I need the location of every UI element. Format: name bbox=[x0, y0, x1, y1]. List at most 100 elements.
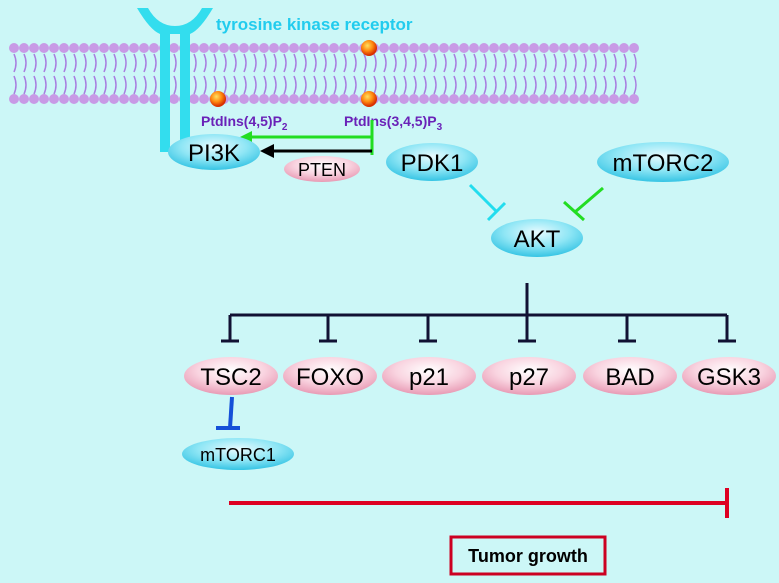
lipid-head bbox=[239, 94, 249, 104]
lipid-tail bbox=[43, 53, 47, 73]
lipid-head bbox=[99, 94, 109, 104]
lipid-head bbox=[459, 43, 469, 53]
lipid-head bbox=[89, 43, 99, 53]
lipid-tail bbox=[203, 53, 207, 73]
lipid-head bbox=[549, 43, 559, 53]
lipid-tail bbox=[423, 75, 427, 95]
lipid-head bbox=[429, 94, 439, 104]
lipid-tail bbox=[123, 75, 127, 95]
lipid-tail bbox=[53, 75, 57, 95]
lipid-tail bbox=[283, 53, 287, 73]
lipid-head bbox=[569, 94, 579, 104]
lipid-tail bbox=[43, 75, 47, 95]
lipid-head bbox=[269, 94, 279, 104]
lipid-head bbox=[589, 94, 599, 104]
lipid-tail bbox=[553, 53, 557, 73]
lipid-tail bbox=[543, 53, 547, 73]
lipid-head bbox=[419, 43, 429, 53]
lipid-head bbox=[629, 43, 639, 53]
lipid-head bbox=[619, 94, 629, 104]
lipid-tail bbox=[383, 53, 387, 73]
lipid-head bbox=[109, 43, 119, 53]
lipid-head bbox=[329, 94, 339, 104]
lipid-tail bbox=[253, 53, 257, 73]
lipid-head bbox=[299, 43, 309, 53]
bad-node bbox=[583, 357, 677, 395]
lipid-tail bbox=[153, 53, 157, 73]
lipid-tail bbox=[413, 75, 417, 95]
lipid-tail bbox=[13, 75, 17, 95]
lipid-tail bbox=[493, 75, 497, 95]
lipid-head bbox=[309, 43, 319, 53]
lipid-tail bbox=[583, 75, 587, 95]
pdk1-akt-connector bbox=[468, 183, 507, 222]
lipid-tail bbox=[243, 75, 247, 95]
mtorc2-node bbox=[597, 142, 729, 182]
lipid-head bbox=[9, 43, 19, 53]
lipid-tail bbox=[233, 75, 237, 95]
mtorc1-node bbox=[182, 438, 294, 470]
lipid-tail bbox=[363, 53, 367, 73]
lipid-head bbox=[149, 94, 159, 104]
lipid-head bbox=[279, 43, 289, 53]
lipid-tail bbox=[603, 53, 607, 73]
lipid-tail bbox=[303, 53, 307, 73]
lipid-head bbox=[29, 43, 39, 53]
lipid-head bbox=[199, 94, 209, 104]
lipid-tail bbox=[603, 75, 607, 95]
lipid-head bbox=[619, 43, 629, 53]
lipid-tail bbox=[383, 75, 387, 95]
pdk1-node bbox=[386, 143, 478, 181]
lipid-head bbox=[19, 94, 29, 104]
lipid-tail bbox=[263, 75, 267, 95]
p21-node bbox=[382, 357, 476, 395]
lipid-head bbox=[469, 94, 479, 104]
pdk1-label: PDK1 bbox=[401, 150, 464, 177]
lipid-phosphate-dot bbox=[210, 91, 226, 107]
lipid-tail bbox=[123, 53, 127, 73]
lipid-head bbox=[319, 94, 329, 104]
lipid-tail bbox=[423, 53, 427, 73]
lipid-tail bbox=[103, 53, 107, 73]
gsk3-label: GSK3 bbox=[697, 364, 761, 391]
lipid-head bbox=[449, 94, 459, 104]
lipid-head bbox=[539, 43, 549, 53]
lipid-tail bbox=[203, 75, 207, 95]
lipid-head bbox=[329, 43, 339, 53]
lipid-tail bbox=[553, 75, 557, 95]
lipid-tail bbox=[213, 53, 217, 73]
lipid-head bbox=[9, 94, 19, 104]
lipid-tail bbox=[313, 75, 317, 95]
lipid-tail bbox=[363, 75, 367, 95]
lipid-tail bbox=[333, 75, 337, 95]
lipid-head bbox=[599, 43, 609, 53]
lipid-head bbox=[229, 43, 239, 53]
lipid-head bbox=[169, 94, 179, 104]
lipid-head bbox=[259, 94, 269, 104]
lipid-tail bbox=[273, 75, 277, 95]
tumor-growth-inhibition bbox=[229, 488, 729, 518]
cell-membrane bbox=[9, 43, 639, 104]
p27-node bbox=[482, 357, 576, 395]
lipid-head bbox=[139, 43, 149, 53]
lipid-tail bbox=[433, 75, 437, 95]
lipid-tail bbox=[483, 75, 487, 95]
lipid-tail bbox=[293, 53, 297, 73]
lipid-head bbox=[89, 94, 99, 104]
lipid-head bbox=[249, 94, 259, 104]
lipid-head bbox=[339, 43, 349, 53]
lipid-tail bbox=[263, 53, 267, 73]
lipid-head bbox=[489, 94, 499, 104]
lipid-tail bbox=[473, 53, 477, 73]
lipid-head bbox=[119, 94, 129, 104]
lipid-tail bbox=[73, 53, 77, 73]
lipid-tail bbox=[593, 75, 597, 95]
lipid-tail bbox=[373, 75, 377, 95]
lipid-tail bbox=[173, 53, 177, 73]
tumor-growth-label: Tumor growth bbox=[468, 546, 588, 566]
lipid-head bbox=[609, 94, 619, 104]
lipid-head bbox=[379, 43, 389, 53]
lipid-head bbox=[49, 94, 59, 104]
tsc2-node bbox=[184, 357, 278, 395]
lipid-tail bbox=[463, 75, 467, 95]
